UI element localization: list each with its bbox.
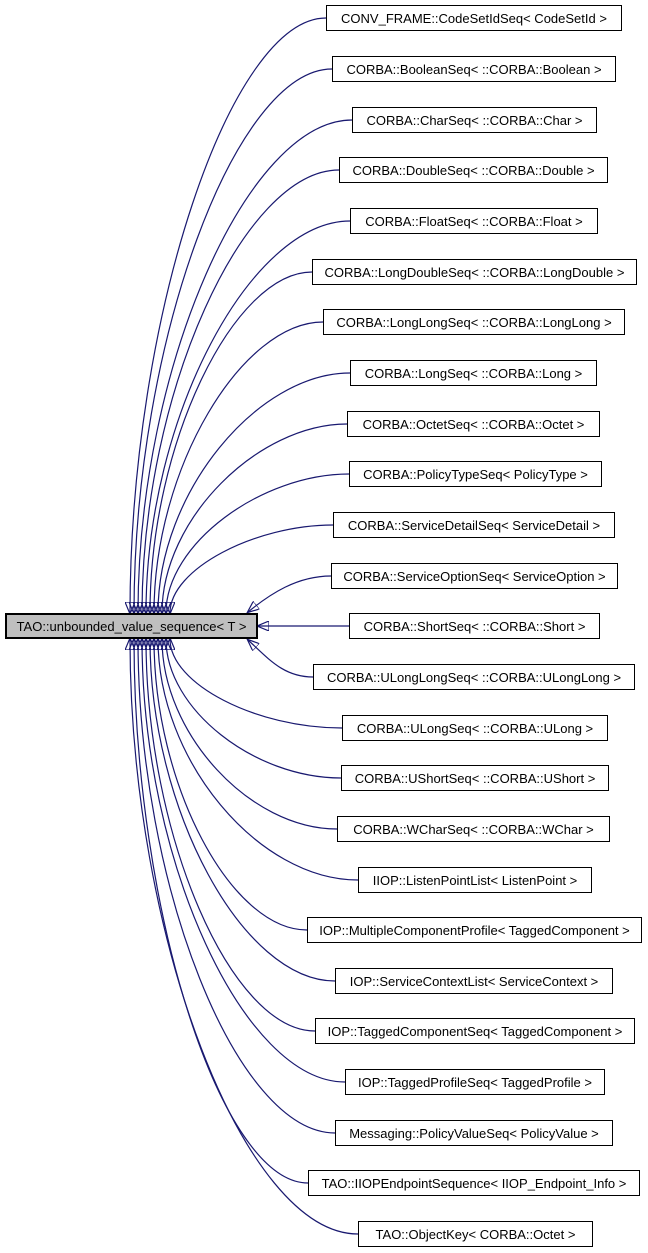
inheritance-edge (248, 640, 314, 678)
inheritance-edge (158, 639, 359, 881)
inheritance-edge (248, 575, 332, 612)
node-corba-octetseq[interactable]: CORBA::OctetSeq< ::CORBA::Octet > (347, 411, 600, 437)
node-tao-unbounded-value-sequence: TAO::unbounded_value_sequence< T > (5, 613, 258, 639)
inheritance-edge (150, 639, 336, 982)
inheritance-edge (150, 271, 313, 613)
node-corba-ulongseq[interactable]: CORBA::ULongSeq< ::CORBA::ULong > (342, 715, 608, 741)
inheritance-edge (166, 639, 342, 779)
inheritance-edge (130, 639, 359, 1235)
inheritance-edge (130, 17, 327, 613)
inheritance-edge (166, 473, 350, 613)
node-iop-servicecontextlist[interactable]: IOP::ServiceContextList< ServiceContext … (335, 968, 613, 994)
inheritance-edge (154, 321, 324, 613)
node-tao-iiopendpointsequence[interactable]: TAO::IIOPEndpointSequence< IIOP_Endpoint… (308, 1170, 640, 1196)
node-tao-objectkey[interactable]: TAO::ObjectKey< CORBA::Octet > (358, 1221, 593, 1247)
node-corba-floatseq[interactable]: CORBA::FloatSeq< ::CORBA::Float > (350, 208, 598, 234)
inheritance-edge (162, 423, 348, 613)
inheritance-edge (142, 169, 340, 613)
node-corba-longdoubleseq[interactable]: CORBA::LongDoubleSeq< ::CORBA::LongDoubl… (312, 259, 637, 285)
inheritance-edge (134, 68, 333, 613)
node-messaging-policyvalueseq[interactable]: Messaging::PolicyValueSeq< PolicyValue > (335, 1120, 613, 1146)
node-corba-wcharseq[interactable]: CORBA::WCharSeq< ::CORBA::WChar > (337, 816, 610, 842)
node-corba-ushortseq[interactable]: CORBA::UShortSeq< ::CORBA::UShort > (341, 765, 609, 791)
inheritance-edge (158, 372, 351, 613)
node-iop-taggedprofileseq[interactable]: IOP::TaggedProfileSeq< TaggedProfile > (345, 1069, 605, 1095)
inheritance-edge (162, 639, 338, 830)
node-corba-doubleseq[interactable]: CORBA::DoubleSeq< ::CORBA::Double > (339, 157, 608, 183)
inheritance-edge (170, 639, 343, 729)
node-corba-longlongseq[interactable]: CORBA::LongLongSeq< ::CORBA::LongLong > (323, 309, 625, 335)
inheritance-edge (138, 119, 353, 613)
node-corba-ulonglongseq[interactable]: CORBA::ULongLongSeq< ::CORBA::ULongLong … (313, 664, 635, 690)
inheritance-edge (142, 639, 346, 1083)
node-iiop-listenpointlist[interactable]: IIOP::ListenPointList< ListenPoint > (358, 867, 592, 893)
inheritance-edge (146, 220, 351, 613)
inheritance-edge (146, 639, 316, 1032)
inheritance-edge (138, 639, 336, 1134)
node-conv-frame-codesetidseq[interactable]: CONV_FRAME::CodeSetIdSeq< CodeSetId > (326, 5, 622, 31)
node-iop-taggedcomponentseq[interactable]: IOP::TaggedComponentSeq< TaggedComponent… (315, 1018, 635, 1044)
node-corba-servicedetailseq[interactable]: CORBA::ServiceDetailSeq< ServiceDetail > (333, 512, 615, 538)
inheritance-edge (170, 524, 334, 613)
node-corba-charseq[interactable]: CORBA::CharSeq< ::CORBA::Char > (352, 107, 597, 133)
node-iop-multiplecomponentprofile[interactable]: IOP::MultipleComponentProfile< TaggedCom… (307, 917, 642, 943)
node-corba-serviceoptionseq[interactable]: CORBA::ServiceOptionSeq< ServiceOption > (331, 563, 618, 589)
node-corba-longseq[interactable]: CORBA::LongSeq< ::CORBA::Long > (350, 360, 597, 386)
node-corba-shortseq[interactable]: CORBA::ShortSeq< ::CORBA::Short > (349, 613, 600, 639)
node-corba-booleanseq[interactable]: CORBA::BooleanSeq< ::CORBA::Boolean > (332, 56, 616, 82)
node-corba-policytypeseq[interactable]: CORBA::PolicyTypeSeq< PolicyType > (349, 461, 602, 487)
inheritance-edge (154, 639, 308, 931)
